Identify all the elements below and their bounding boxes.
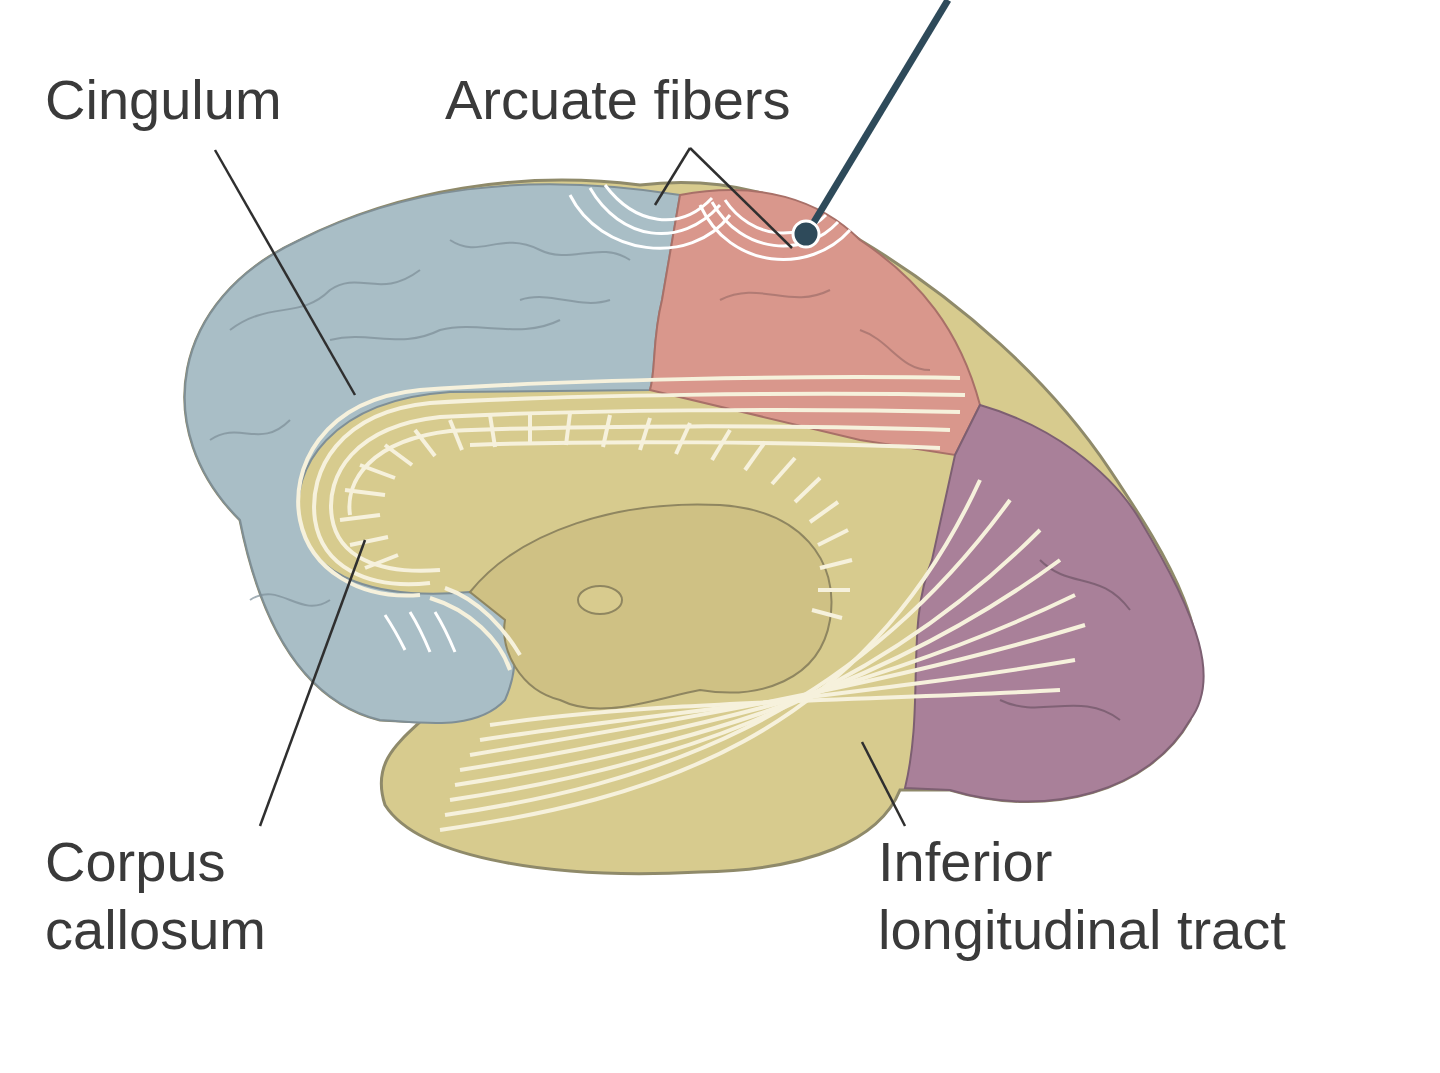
fiber-label: Arcuate fibers	[445, 66, 791, 134]
interthalamic-adhesion	[578, 586, 622, 614]
arcuate-fibers	[385, 185, 850, 652]
inferior-longitudinal-fibers	[440, 480, 1085, 830]
fiber-label: Inferior longitudinal tract	[878, 828, 1308, 965]
cingulum-fibers	[298, 377, 965, 670]
gyri-texture	[210, 240, 630, 606]
leader-lines	[215, 148, 905, 826]
parietal-lobe	[650, 190, 980, 455]
gyri-texture	[1000, 560, 1130, 720]
fiber-label: Cingulum	[45, 66, 282, 134]
pointer-line	[808, 0, 948, 232]
fiber-label: Corpus callosum	[45, 828, 285, 965]
diencephalon	[470, 504, 832, 708]
gyri-texture	[720, 290, 930, 370]
pointer-dot	[793, 221, 819, 247]
